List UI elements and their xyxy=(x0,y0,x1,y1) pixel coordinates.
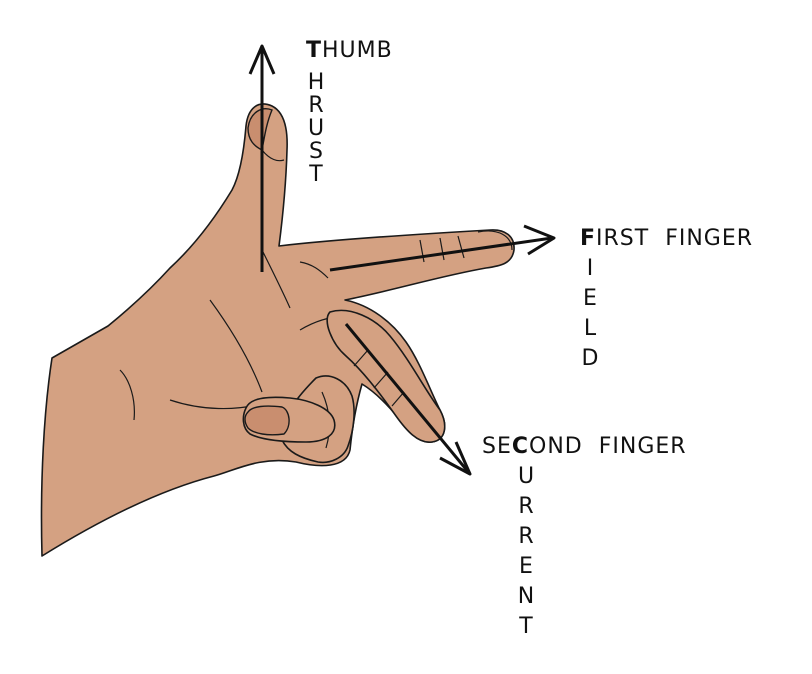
index-crease-2 xyxy=(439,237,445,261)
current-letter: T xyxy=(519,614,533,639)
first-finger-arrow-line xyxy=(329,236,553,272)
current-letter: R xyxy=(518,494,534,519)
index-crease-1 xyxy=(419,239,425,263)
field-letter: I xyxy=(586,256,594,281)
field-column: I E L D xyxy=(581,256,599,378)
thumb-arrow-head xyxy=(248,44,276,75)
thrust-column: H R U S T xyxy=(307,70,325,187)
first-finger-label: FIRST FINGER xyxy=(580,228,753,250)
field-letter: L xyxy=(583,316,597,341)
thrust-letter: R xyxy=(308,93,324,118)
second-finger-label-prefix: SE xyxy=(482,434,512,459)
thrust-letter: U xyxy=(307,116,325,141)
second-finger-label-rest: OND FINGER xyxy=(529,434,687,459)
middle-finger-crease-2 xyxy=(373,371,389,389)
current-letter: E xyxy=(519,554,533,579)
first-finger-label-rest: IRST FINGER xyxy=(596,226,754,251)
thrust-letter: T xyxy=(309,162,323,187)
index-crease-3 xyxy=(457,235,465,259)
thumb-label-initial: T xyxy=(306,38,323,63)
palm-line-3 xyxy=(209,299,263,393)
thumb-label: THUMB xyxy=(306,40,393,62)
wrist-line xyxy=(119,369,135,421)
thrust-letter: S xyxy=(309,139,323,164)
palm-line-1 xyxy=(261,249,291,309)
current-letter: U xyxy=(518,466,534,489)
middle-finger-crease-3 xyxy=(391,391,405,407)
first-finger-arrow-head xyxy=(523,224,556,256)
current-letter: R xyxy=(518,524,534,549)
second-finger-arrow-head xyxy=(439,441,472,476)
folded-knuckle-nail xyxy=(244,405,290,436)
palm-line-2 xyxy=(299,261,329,279)
second-finger-arrow-line xyxy=(344,323,472,475)
second-finger-label-initial: C xyxy=(511,434,530,459)
middle-finger-crease-1 xyxy=(353,349,369,367)
first-finger-label-initial: F xyxy=(580,226,597,251)
field-letter: D xyxy=(581,346,599,371)
hand-silhouette xyxy=(40,103,515,557)
second-finger-label: SECOND FINGER xyxy=(482,436,687,458)
thumb-crease xyxy=(261,149,285,162)
thumb-label-rest: HUMB xyxy=(322,38,393,63)
thumb-nail xyxy=(247,108,273,152)
field-letter: E xyxy=(583,286,597,311)
current-letter: N xyxy=(518,584,534,609)
thrust-letter: H xyxy=(307,70,325,95)
index-fingertip xyxy=(477,230,513,251)
current-column: U R R E N T xyxy=(518,466,534,666)
